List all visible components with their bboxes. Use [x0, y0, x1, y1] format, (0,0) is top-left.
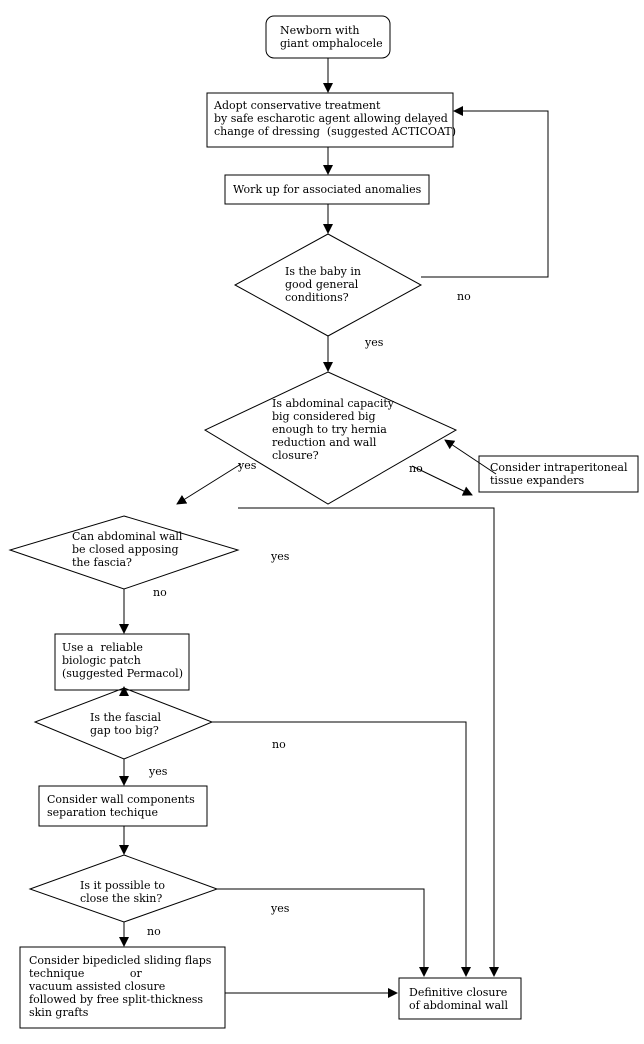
edge-label-fascia-no: no [153, 586, 167, 599]
node-expanders-box [478, 455, 639, 493]
node-separation-box [38, 785, 208, 827]
node-flaps-label: Consider bipedicled sliding flaps techni… [29, 954, 212, 1019]
edge-label-capacity-no: no [409, 462, 423, 475]
edge-fascia-yes [238, 507, 499, 977]
edge-expanders-back [444, 439, 497, 475]
edge-skin-yes [217, 888, 429, 977]
edge-capacity-yes [176, 463, 242, 505]
node-good-condition-label: Is the baby in good general conditions? [285, 265, 361, 304]
node-workup-box [224, 174, 430, 205]
node-skin-label: Is it possible to close the skin? [80, 879, 166, 905]
edge-label-condition-no: no [457, 290, 471, 303]
node-separation-label: Consider wall components separation tech… [47, 793, 195, 819]
edge-capacity-no [411, 465, 473, 496]
node-fascia-label: Can abdominal wall be closed apposing th… [72, 530, 183, 569]
edge-label-skin-no: no [147, 925, 161, 938]
node-gap-label: Is the fascial gap too big? [90, 711, 162, 737]
edge-gap-no [212, 721, 471, 977]
node-start-label: Newborn with giant omphalocele [280, 24, 383, 50]
edge-label-condition-yes: yes [365, 336, 384, 349]
node-capacity-diamond [203, 371, 458, 505]
node-conservative-label: Adopt conservative treatment by safe esc… [214, 99, 457, 138]
node-conservative-box [206, 92, 454, 148]
node-flaps-box [19, 946, 226, 1029]
edge-label-capacity-yes: yes [238, 459, 257, 472]
edge-label-fascia-yes: yes [271, 550, 290, 563]
node-capacity-label: Is abdominal capacity big considered big… [272, 397, 394, 462]
node-definitive-box [398, 977, 522, 1020]
edge-label-skin-yes: yes [271, 902, 290, 915]
node-workup-label: Work up for associated anomalies [233, 183, 422, 196]
edge-label-gap-yes: yes [149, 765, 168, 778]
node-definitive-label: Definitive closure of abdominal wall [409, 986, 509, 1012]
node-expanders-label: Consider intraperitoneal tissue expander… [490, 461, 628, 487]
edge-label-gap-no: no [272, 738, 286, 751]
node-patch-label: Use a reliable biologic patch (suggested… [62, 641, 183, 680]
edge-condition-no-loop [421, 106, 549, 278]
